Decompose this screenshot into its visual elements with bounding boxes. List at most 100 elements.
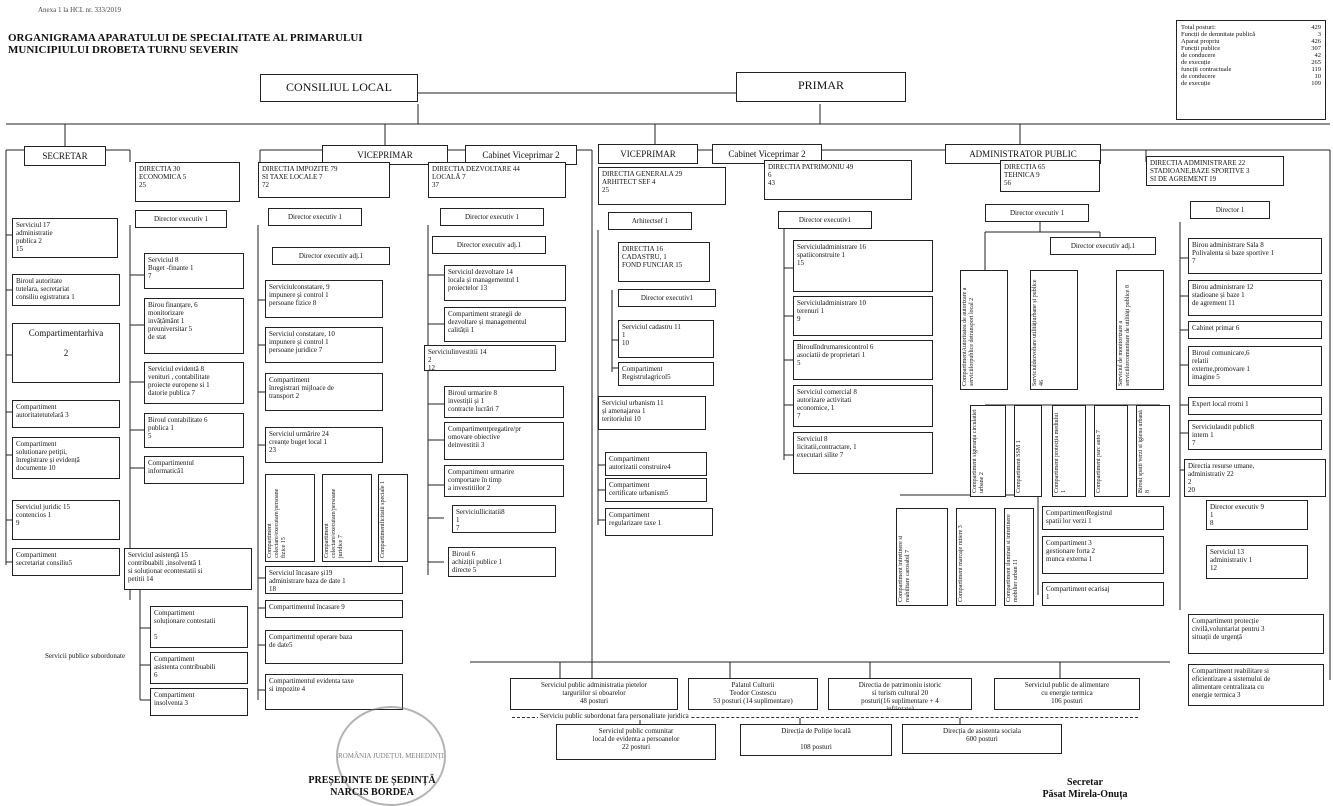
serviciul-juridic: Serviciul juridic 15 contencios 1 9 — [12, 500, 120, 540]
directia-politie-locala: Direcția de Poliție locală 108 posturi — [740, 724, 892, 756]
director-executiv-adj-impozite: Director executiv adj.1 — [272, 247, 390, 265]
compartiment-strategii: Compartiment strategii de dezvoltare și … — [444, 307, 566, 342]
serviciul-audit-public-intern: Serviciulaudit public8 intern 1 7 — [1188, 420, 1322, 450]
serviciul-licitatii: Serviciullicitatii8 1 7 — [452, 505, 556, 533]
compartiment-registrul-agricol: Compartiment Registrulagricol5 — [618, 362, 714, 386]
compartiment-evidenta-taxe: Compartimentul evidenta taxe si impozite… — [265, 674, 403, 710]
birou-finantare-invatamant: Birou finanțare, 6 monitorizare invățămâ… — [144, 298, 244, 354]
compartiment-incasare: Compartimentul încasare 9 — [265, 600, 403, 618]
serviciul-dezvoltare-locala: Serviciul dezvoltare 14 locala și manage… — [444, 265, 566, 301]
stat-row: Total posturi:429 — [1181, 24, 1321, 31]
serviciul-administratie-publica: Serviciul 17 administratie publica 2 15 — [12, 218, 118, 258]
compartiment-pregatire-obiective: Compartimentpregatire/pr omovare obiecti… — [444, 422, 564, 460]
directia-resurse-umane: Directia resurse umane, administrativ 22… — [1184, 459, 1326, 497]
compartiment-registrul-spatii-verzi: CompartimentRegistrul spatii lor verzi 1 — [1042, 506, 1164, 530]
cabinet-primar: Cabinet primar 6 — [1188, 321, 1322, 339]
director-executiv-resurse-umane: Director executiv 9 1 8 — [1206, 500, 1308, 530]
director-executiv-patrimoniu: Director executiv1 — [778, 211, 872, 229]
birou-comunicare: Biroul comunicare,6 relatii externe,prom… — [1188, 346, 1322, 386]
director-executiv-dezvoltare: Director executiv 1 — [440, 208, 544, 226]
director-executiv-adj-dezvoltare: Director executiv adj.1 — [432, 236, 546, 254]
serviciul-evidenta-venituri: Serviciul evidentă 8 venituri , contabil… — [144, 362, 244, 404]
page-title: ORGANIGRAMA APARATULUI DE SPECIALITATE A… — [8, 32, 363, 56]
serviciul-incasare: Serviciul încasare și19 administrare baz… — [265, 566, 403, 594]
compartiment-intretinere-carosabil: Compartiment intretinere si reabilitare … — [896, 508, 948, 606]
compartiment-operare-baza-date: Compartimentul operare baza de date5 — [265, 630, 403, 664]
serviciul-monitorizare-utilitati: Serviciul de monitorizare a serviciilorc… — [1116, 270, 1164, 390]
compartiment-arhiva: Compartimentarhiva 2 — [12, 323, 120, 383]
birou-sala-polivalenta: Birou administrare Sala 8 Polivalenta si… — [1188, 238, 1322, 274]
compartiment-petitii: Compartiment solutionare petiții, înregi… — [12, 437, 120, 479]
serviciul-administrativ: Serviciul 13 administrativ 1 12 — [1206, 545, 1308, 579]
compartiment-licitatii-speciale: Compartimentlicitatii speciale 1 — [378, 474, 408, 562]
consiliul-local-box: CONSILIUL LOCAL — [260, 74, 418, 102]
compartiment-urmarire-comportare: Compartiment urmarire comportare în timp… — [444, 465, 564, 497]
compartiment-autoritate-tutelara: Compartiment autoritatetutelară 3 — [12, 400, 120, 428]
serviciul-spatii-construite: Serviciuladministrare 16 spatiiconstruit… — [793, 240, 933, 292]
serviciul-licitatii-contractare: Serviciul 8 licitatii,contractare, 1 exe… — [793, 432, 933, 474]
serviciul-comercial: Serviciul comercial 8 autorizare activit… — [793, 385, 933, 427]
compartiment-autoritate-transport: CompartimentAutoritatea de autorizare a … — [960, 270, 1008, 390]
serviciul-constatare-pj: Serviciul constatare, 10 impunere și con… — [265, 327, 383, 363]
compartiment-autorizatii-construire: Compartiment autorizatii construire4 — [605, 452, 707, 476]
directia-arhitect-sef-head: DIRECTIA GENERALA 29 ARHITECT SEF 4 25 — [598, 167, 726, 205]
director-stadioane: Director 1 — [1190, 201, 1270, 219]
compartiment-colectare-pj: Compartiment colectare/executare/persoan… — [322, 474, 372, 562]
compartiment-insolventa: Compartiment insolventa 3 — [150, 688, 248, 716]
directia-dezvoltare-head: DIRECTIA DEZVOLTARE 44 LOCALĂ 7 37 — [428, 162, 566, 198]
compartiment-iluminat: Compartiment iluminat si intretinere mob… — [1004, 508, 1034, 606]
serviciul-energie-termica: Serviciul public de alimentare cu energi… — [994, 678, 1140, 710]
director-executiv-economica: Director executiv 1 — [135, 210, 227, 228]
compartiment-protectia-mediului: Compartiment protecția mediului 1 — [1052, 405, 1086, 497]
compartiment-asistenta-contribuabili: Compartiment asistenta contribuabili 6 — [150, 652, 248, 684]
director-executiv-cadastru: Director executiv1 — [618, 289, 716, 307]
directia-administrare-stadioane-head: DIRECTIA ADMINISTRARE 22 STADIOANE,BAZE … — [1146, 156, 1284, 186]
compartiment-marcaje-rutiere: Compartiment marcaje rutiere 3 — [956, 508, 996, 606]
serviciul-public-piete: Serviciul public administratia pietelor … — [510, 678, 678, 710]
compartiment-colectare-pf: Compartiment colectare/executare/persoan… — [265, 474, 315, 562]
birou-spatii-verzi: Biroul spatii verzi si igiena urbană 8 — [1136, 405, 1170, 497]
directia-cadastru: DIRECTIA 16 CADASTRU, 1 FOND FUNCIAR 15 — [618, 242, 710, 282]
compartiment-informatica: Compartimentul informatică1 — [144, 456, 244, 484]
secretar-box: SECRETAR — [24, 146, 106, 166]
serviciul-asistenta-contribuabili: Serviciul asistență 15 contribuabili ,in… — [124, 548, 252, 590]
birou-autoritate-tutelara: Biroul autoritate tutelara, secretariat … — [12, 274, 120, 306]
serviciul-buget-finante: Serviciul 8 Buget -finante 1 7 — [144, 253, 244, 289]
subordonat-note: Serviciu public subordonat fara personal… — [538, 712, 691, 720]
compartiment-secretariat-consiliu: Compartiment secretariat consiliu5 — [12, 548, 120, 576]
compartiment-forta-munca-externa: Compartiment 3 gestionare forta 2 munca … — [1042, 536, 1164, 574]
directia-asistenta-sociala: Direcția de asistenta sociala 600 postur… — [902, 724, 1062, 754]
director-executiv-impozite: Director executiv 1 — [268, 208, 362, 226]
compartiment-mijloace-transport: Compartiment înregistrari mijloace de tr… — [265, 373, 383, 411]
arhitect-sef-box: Arhitectsef 1 — [608, 212, 692, 230]
compartiment-ssm: Compartiment SSM 1 — [1014, 405, 1042, 497]
compartiment-protectie-civila: Compartiment protecție civilă,voluntaria… — [1188, 614, 1324, 654]
serviciul-dezvoltare-utilitati: Serviciuldezvoltare utilitățiurbane și p… — [1030, 270, 1078, 390]
compartiment-parc-auto: Compartiment parc auto 7 — [1094, 405, 1128, 497]
serviciul-urmarire-creante: Serviciul urmărire 24 creanțe buget loca… — [265, 427, 383, 463]
dashed-separator — [512, 717, 1138, 718]
birou-contabilitate-publica: Biroul contabilitate 6 publica 1 5 — [144, 413, 244, 448]
viceprimar-2-box: VICEPRIMAR — [598, 144, 698, 164]
compartiment-certificate-urbanism: Compartiment certificate urbanism5 — [605, 478, 707, 502]
serviciul-cadastru: Serviciul cadastru 11 1 10 — [618, 320, 714, 358]
birou-urmarire-investitii: Biroul urmarire 8 investiții și 1 contra… — [444, 386, 564, 418]
compartiment-regularizare-taxe: Compartiment regularizare taxe 1 — [605, 508, 713, 536]
directia-impozite-head: DIRECTIA IMPOZITE 79 SI TAXE LOCALE 7 72 — [258, 162, 390, 198]
post-stats-box: Total posturi:429 Funcții de demnitate p… — [1176, 20, 1326, 120]
birou-achizitii-publice: Biroul 6 achiziții publice 1 directe 5 — [448, 547, 556, 577]
director-executiv-tehnica: Director executiv 1 — [985, 204, 1089, 222]
expert-local-rromi: Expert local rromi 1 — [1188, 397, 1322, 415]
signature-secretar: Secretar Păsat Mirela-Onuța — [1042, 777, 1128, 800]
serviciul-evidenta-persoanelor: Serviciul public comunitar local de evid… — [556, 724, 716, 760]
serviciul-constatare-pf: Serviciulconstatare, 9 impunere și contr… — [265, 280, 383, 318]
compartiment-siguranta-circulatiei: Compartiment siguranța circulatiei urban… — [970, 405, 1006, 497]
serviciul-terenuri: Serviciuladministrare 10 terenuri 1 9 — [793, 296, 933, 336]
servicii-publice-note: Servicii publice subordonate — [45, 652, 126, 660]
directia-patrimoniu-istoric: Directia de patrimoniu istoric si turism… — [828, 678, 972, 710]
